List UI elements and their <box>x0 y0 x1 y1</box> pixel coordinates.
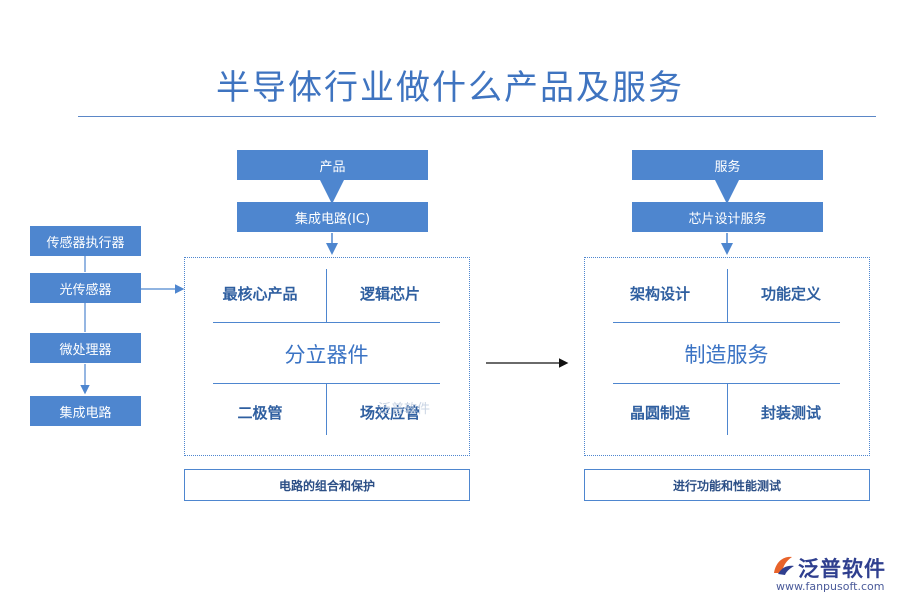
service-rule-lower <box>613 383 840 384</box>
service-sub-header: 芯片设计服务 <box>632 202 823 232</box>
product-rule-upper <box>213 322 440 323</box>
product-cell-fet: 场效应管 <box>359 403 420 422</box>
service-panel <box>584 257 870 456</box>
service-cell-architecture: 架构设计 <box>629 284 690 303</box>
product-sub-header: 集成电路(IC) <box>237 202 428 232</box>
left-item-light-sensor: 光传感器 <box>30 273 141 303</box>
logo-name: 泛普软件 <box>798 557 886 581</box>
service-divider-top <box>727 269 728 322</box>
service-rule-upper <box>613 322 840 323</box>
left-item-microprocessor: 微处理器 <box>30 333 141 363</box>
product-caption: 电路的组合和保护 <box>184 469 470 501</box>
product-cell-logic-chip: 逻辑芯片 <box>359 284 420 303</box>
service-cell-function-definition: 功能定义 <box>760 284 821 303</box>
product-panel <box>184 257 470 456</box>
service-divider-bottom <box>727 383 728 435</box>
product-divider-bottom <box>326 383 327 435</box>
left-item-integrated-circuit: 集成电路 <box>30 396 141 426</box>
fanpu-logo-icon <box>770 553 796 577</box>
title-underline <box>78 116 876 117</box>
page-title: 半导体行业做什么产品及服务 <box>216 68 684 108</box>
service-cell-wafer: 晶圆制造 <box>629 403 690 422</box>
service-center-label: 制造服务 <box>684 343 769 367</box>
service-header: 服务 <box>632 150 823 180</box>
product-center-label: 分立器件 <box>284 343 369 367</box>
product-cell-diode: 二极管 <box>237 403 283 422</box>
logo-url: www.fanpusoft.com <box>776 580 885 593</box>
product-header: 产品 <box>237 150 428 180</box>
product-cell-core: 最核心产品 <box>222 284 298 303</box>
product-divider-top <box>326 269 327 322</box>
service-cell-packaging-test: 封装测试 <box>760 403 821 422</box>
watermark: 泛普软件 <box>378 402 431 417</box>
left-item-sensor-actuator: 传感器执行器 <box>30 226 141 256</box>
service-caption: 进行功能和性能测试 <box>584 469 870 501</box>
